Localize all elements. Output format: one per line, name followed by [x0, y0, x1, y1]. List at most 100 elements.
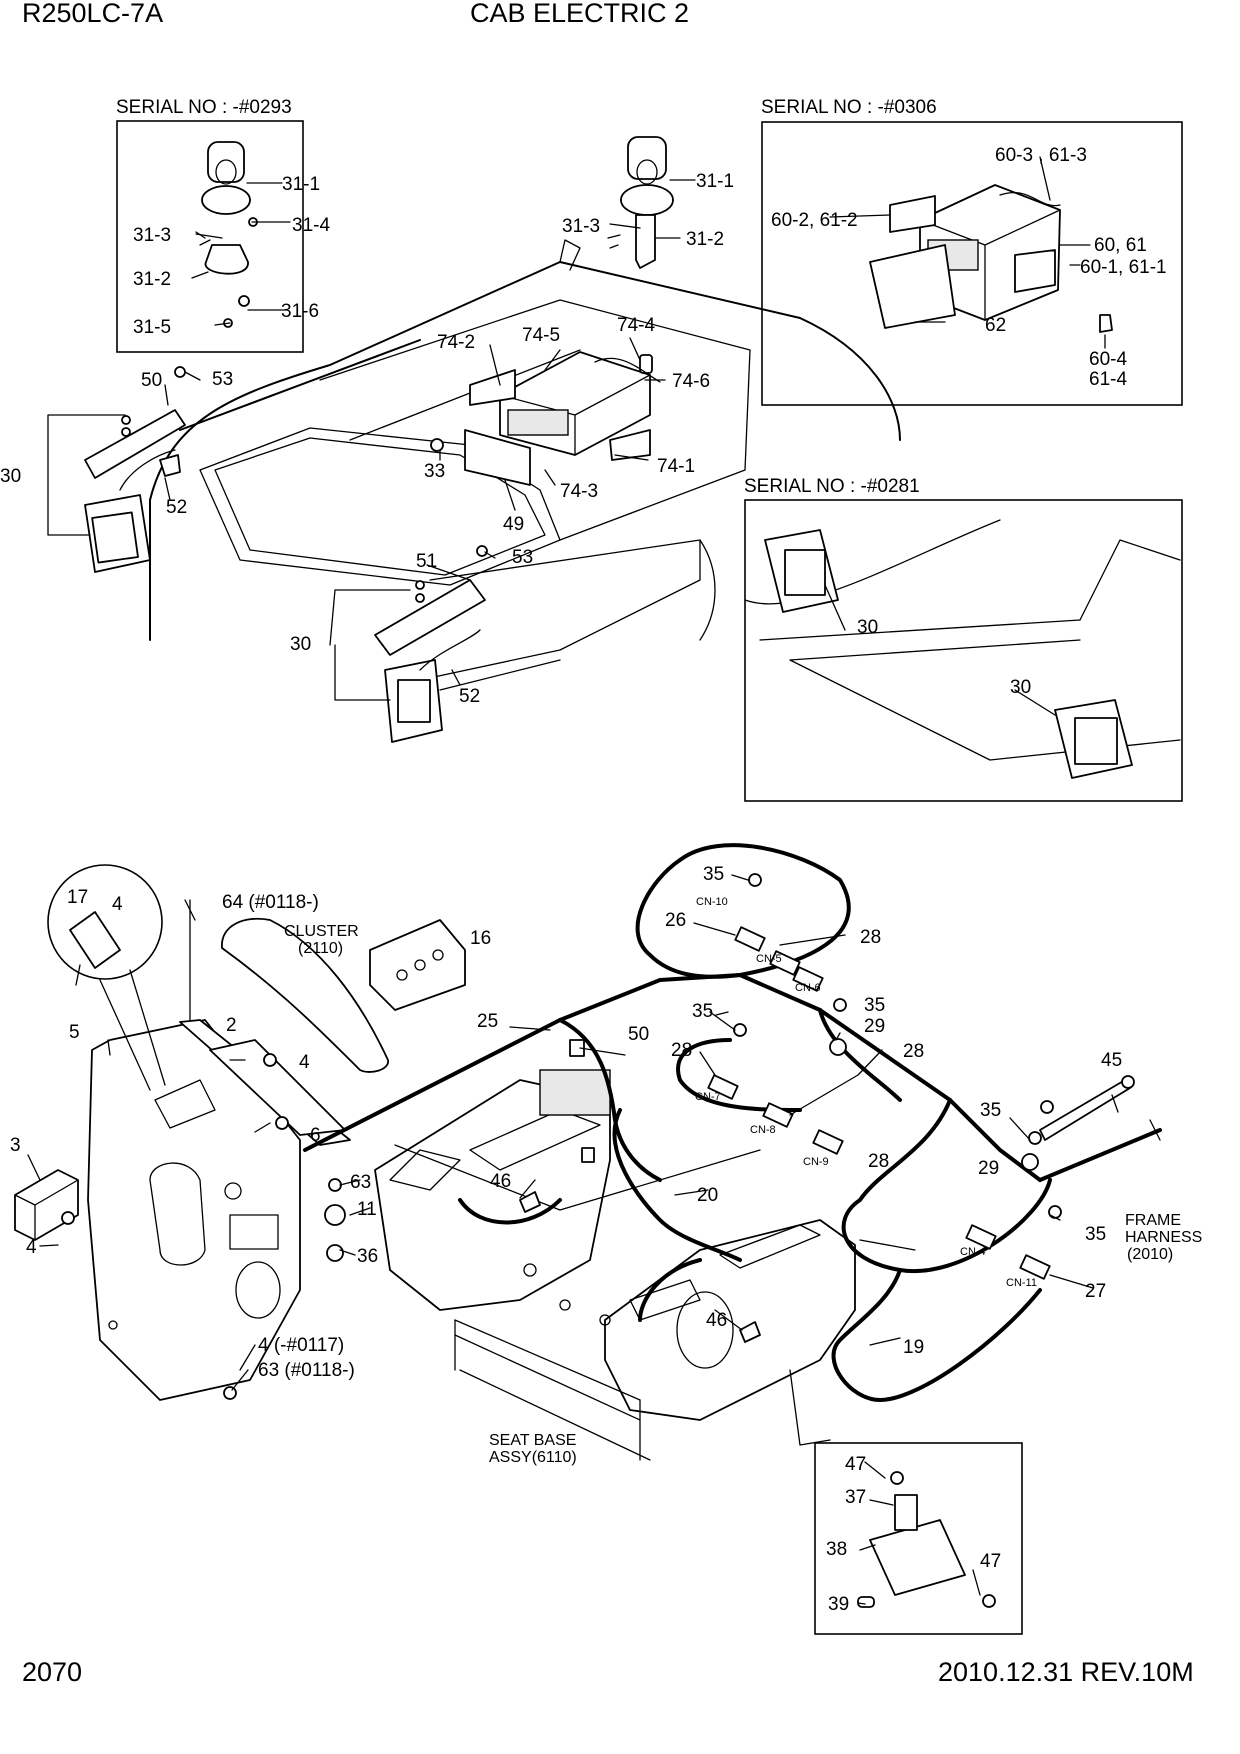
page-title: CAB ELECTRIC 2 — [470, 0, 690, 28]
callout: 60-3 , 61-3 — [995, 145, 1087, 166]
callout: 28 — [860, 927, 881, 948]
switch-inset-circle — [47, 864, 166, 1091]
callout: 47 — [845, 1454, 866, 1475]
radio-unit-inset — [869, 184, 1113, 333]
work-lamp-center — [374, 545, 488, 743]
callout: 74-6 — [672, 371, 710, 392]
callout: 52 — [459, 686, 480, 707]
callout: 31-1 — [282, 174, 320, 195]
seat-base-label-1: SEAT BASE — [489, 1432, 576, 1449]
connector-label: CN-9 — [803, 1156, 829, 1168]
callout: 19 — [903, 1337, 924, 1358]
bracket-3 — [14, 1169, 79, 1241]
callout: 27 — [1085, 1281, 1106, 1302]
callout: 20 — [697, 1185, 718, 1206]
cab-roof-drawing — [149, 239, 901, 691]
connector-label: CN-5 — [756, 953, 782, 965]
callout: 31-2 — [133, 269, 171, 290]
beacon-lamp-inset — [195, 141, 258, 328]
callout: 37 — [845, 1487, 866, 1508]
callout: 31-4 — [292, 215, 330, 236]
connector-label: CN-7 — [695, 1091, 721, 1103]
callout: 4 — [299, 1052, 310, 1073]
worklamp-inset-drawing — [744, 519, 1181, 779]
serial-note-0281: SERIAL NO : -#0281 — [744, 476, 920, 497]
callout: 53 — [212, 369, 233, 390]
callout: 53 — [512, 547, 533, 568]
connector-label: CN-11 — [1006, 1277, 1037, 1289]
connector-label: CN-4 — [960, 1246, 986, 1258]
connector-label: CN-10 — [696, 896, 728, 908]
callout: 4 (-#0117) — [258, 1335, 344, 1356]
callout: 38 — [826, 1539, 847, 1560]
clip-parts — [223, 873, 1062, 1400]
callout: 31-6 — [281, 301, 319, 322]
callout: 31-3 — [562, 216, 600, 237]
callout: 29 — [864, 1016, 885, 1037]
callout: 31-5 — [133, 317, 171, 338]
callout: 51 — [416, 551, 437, 572]
callout: 50 — [141, 370, 162, 391]
callout: 60-4 — [1089, 349, 1127, 370]
switch-inset-drawing — [789, 1369, 996, 1608]
callout: 60, 61 — [1094, 235, 1147, 256]
callout: 11 — [357, 1199, 377, 1220]
callout: 64 (#0118-) — [222, 892, 319, 913]
revision-date: 2010.12.31 REV.10M — [938, 1657, 1194, 1687]
connector-label: CN-6 — [795, 982, 821, 994]
callout: 28 — [671, 1040, 692, 1061]
beacon-lamp-main — [607, 136, 674, 269]
frame-harness-label-2: HARNESS — [1125, 1229, 1202, 1246]
callout: 4 — [26, 1237, 37, 1258]
callout: 49 — [503, 514, 524, 535]
callout: 35 — [692, 1001, 713, 1022]
left-side-panel — [87, 1019, 301, 1401]
callout: 31-3 — [133, 225, 171, 246]
callout: 26 — [665, 910, 686, 931]
inset-beacon-box — [116, 120, 304, 353]
callout: 30 — [290, 634, 311, 655]
callout: 31-1 — [696, 171, 734, 192]
callout: 46 — [706, 1310, 727, 1331]
callout: 60-1, 61-1 — [1080, 257, 1167, 278]
callout: 36 — [357, 1246, 378, 1267]
callout: 16 — [470, 928, 491, 949]
callout: 30 — [1010, 677, 1031, 698]
callout: 35 — [703, 864, 724, 885]
callout: 61-4 — [1089, 369, 1127, 390]
serial-note-0306: SERIAL NO : -#0306 — [761, 97, 937, 118]
leader-lines — [27, 156, 1119, 1605]
wiring-harness — [303, 843, 1162, 1402]
callout: 74-1 — [657, 456, 695, 477]
console-right — [604, 1219, 856, 1421]
work-lamp-left — [84, 366, 186, 573]
callout: 35 — [980, 1100, 1001, 1121]
callout: 3 — [10, 1135, 21, 1156]
callout: 30 — [0, 466, 21, 487]
callout: 62 — [985, 315, 1006, 336]
callout: 2 — [226, 1015, 237, 1036]
callout: 35 — [864, 995, 885, 1016]
callout: 60-2, 61-2 — [771, 210, 858, 231]
page-number: 2070 — [22, 1657, 83, 1687]
callout: 47 — [980, 1551, 1001, 1572]
callout: 30 — [857, 617, 878, 638]
console-left — [374, 1069, 611, 1311]
model-code: R250LC-7A — [22, 0, 164, 28]
callout: 63 — [350, 1172, 371, 1193]
callout: 63 (#0118-) — [258, 1360, 355, 1381]
callout: 35 — [1085, 1224, 1106, 1245]
callout: 31-2 — [686, 229, 724, 250]
callout: 74-3 — [560, 481, 598, 502]
bracket-2 — [179, 899, 351, 1146]
callout: 4 — [112, 894, 123, 915]
callout: 28 — [903, 1041, 924, 1062]
callout: 46 — [490, 1171, 511, 1192]
callout: 74-4 — [617, 315, 655, 336]
diagram-labels: SERIAL NO : -#0293 SERIAL NO : -#0306 SE… — [0, 97, 1202, 1615]
callout: 45 — [1101, 1050, 1122, 1071]
frame-harness-label-1: FRAME — [1125, 1212, 1181, 1229]
frame-harness-label-3: (2010) — [1127, 1246, 1173, 1263]
connector-label: CN-8 — [750, 1124, 776, 1136]
callout: 39 — [828, 1594, 849, 1615]
